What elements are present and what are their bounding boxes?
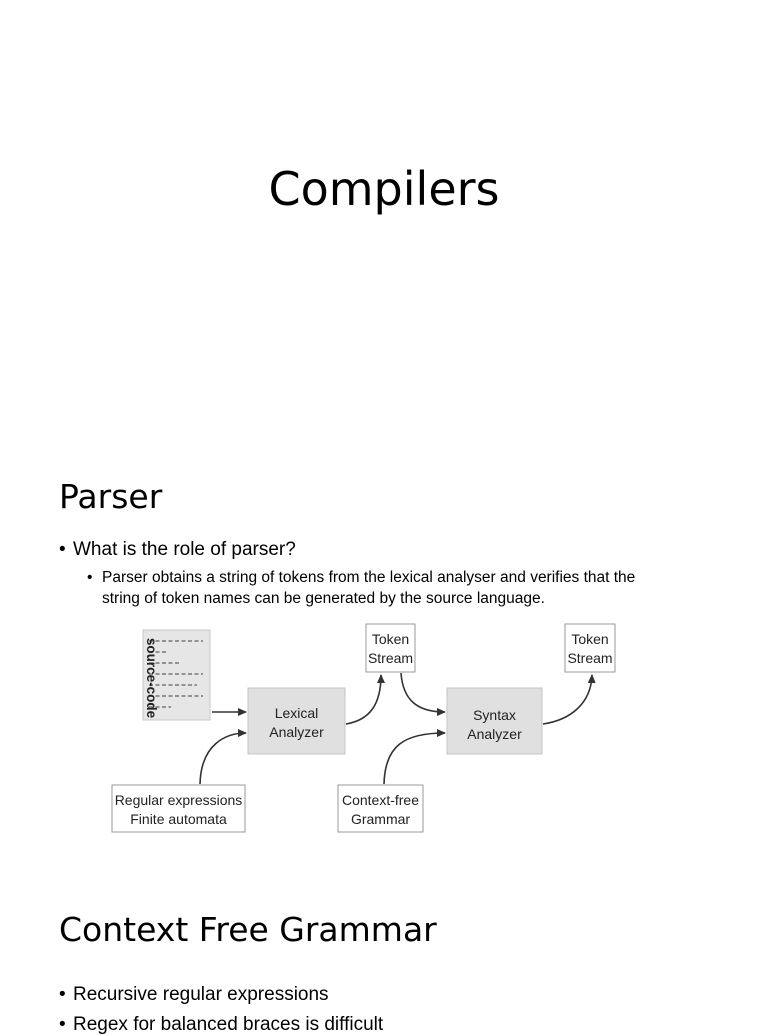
cfg-bullet-1-text: Recursive regular expressions [73,984,329,1005]
cfg-bullet-2: • Regex for balanced braces is difficult [59,1014,383,1036]
token-stream-1-label-2: Stream [368,650,413,666]
bullet-dot: • [59,984,66,1005]
cfg-bullet-1: • Recursive regular expressions [59,984,329,1006]
cfg-box-label-2: Grammar [351,811,410,827]
compiler-pipeline-diagram: source-code Lexical Analyzer Syntax Anal… [111,623,616,833]
arrow-cfg-to-parser [383,729,446,785]
syntax-analyzer-label-1: Syntax [473,707,516,723]
token-stream-2-label-1: Token [571,631,608,647]
syntax-analyzer-label-2: Analyzer [467,726,522,742]
arrow-regex-to-lexer [199,729,247,785]
lexical-analyzer-label-1: Lexical [275,705,319,721]
cfg-heading: Context Free Grammar [59,910,437,949]
source-code-label: source-code [144,638,159,719]
bullet-dot: • [59,539,66,560]
source-code-document: source-code [142,629,211,721]
bullet-dot: • [87,569,93,586]
regex-box-label-2: Finite automata [130,811,227,827]
diagram-arrows [199,672,596,785]
parser-sub-bullet-line-2: string of token names can be generated b… [102,590,545,607]
lexical-analyzer-label-2: Analyzer [269,724,324,740]
cfg-bullet-2-text: Regex for balanced braces is difficult [73,1014,384,1035]
token-stream-1-label-1: Token [372,631,409,647]
arrow-parser-to-token-stream [542,674,596,725]
parser-sub-bullet: • Parser obtains a string of tokens from… [87,567,727,609]
token-stream-box-1: Token Stream [365,623,416,673]
arrow-lexer-to-token-stream [345,674,385,725]
regex-box: Regular expressions Finite automata [111,784,246,833]
token-stream-box-2: Token Stream [564,623,616,673]
parser-bullet-text: What is the role of parser? [73,539,296,560]
bullet-dot: • [59,1014,66,1035]
document-title: Compilers [268,162,500,216]
arrow-token-stream-to-parser [400,672,446,716]
parser-bullet: • What is the role of parser? [59,539,296,561]
regex-box-label-1: Regular expressions [115,792,243,808]
parser-sub-bullet-line-1: Parser obtains a string of tokens from t… [102,569,636,586]
token-stream-2-label-2: Stream [567,650,612,666]
cfg-box-label-1: Context-free [342,792,419,808]
lexical-analyzer-box: Lexical Analyzer [247,687,346,755]
syntax-analyzer-box: Syntax Analyzer [446,687,543,755]
parser-heading: Parser [59,477,163,516]
cfg-box: Context-free Grammar [337,784,424,833]
code-lines [149,640,203,708]
